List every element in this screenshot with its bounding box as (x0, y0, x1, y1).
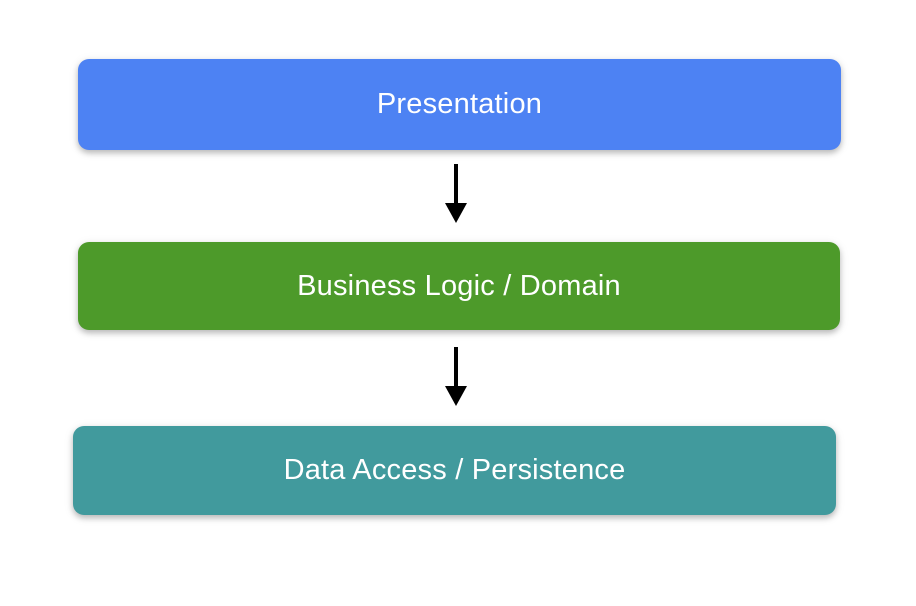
arrow-down-icon (445, 164, 467, 223)
layer-label-data-access: Data Access / Persistence (283, 454, 626, 486)
layer-box-business-logic[interactable]: Business Logic / Domain (78, 242, 840, 330)
layer-label-business-logic: Business Logic / Domain (297, 269, 621, 302)
layer-box-presentation[interactable]: Presentation (78, 59, 841, 150)
arrow-down-icon (445, 347, 467, 406)
layer-box-data-access[interactable]: Data Access / Persistence (73, 426, 836, 515)
layer-label-presentation: Presentation (376, 88, 543, 120)
arrow-business-to-data (436, 346, 476, 408)
arrow-presentation-to-business (436, 163, 476, 225)
